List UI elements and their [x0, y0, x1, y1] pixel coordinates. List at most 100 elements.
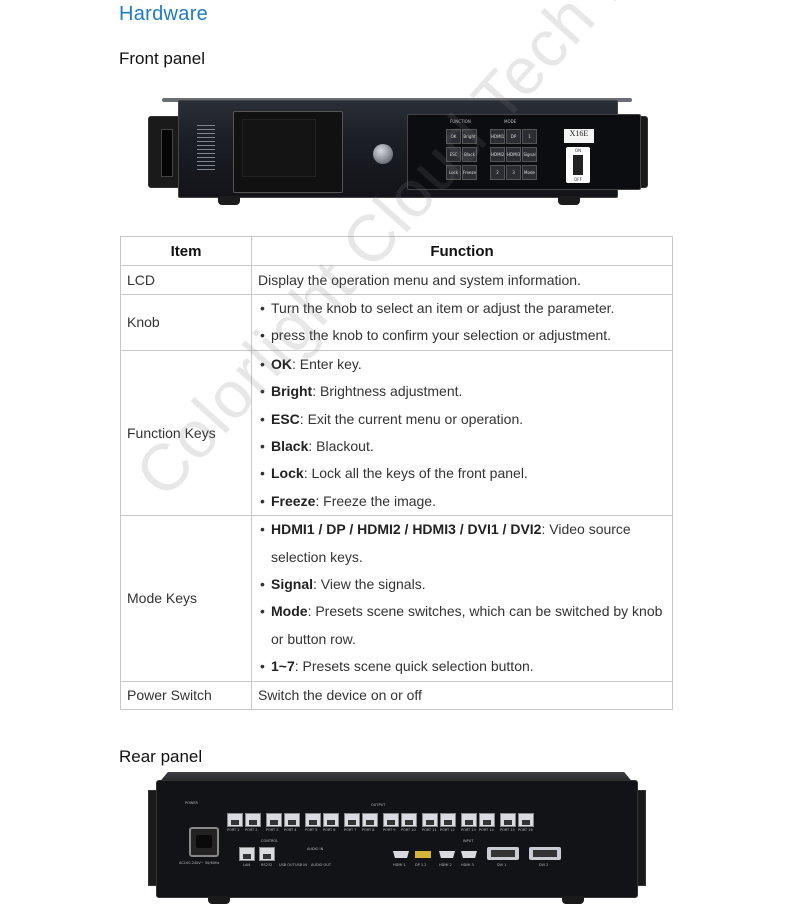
- output-port: [245, 813, 261, 827]
- row-item: Power Switch: [120, 680, 252, 710]
- freeze-key: Freeze: [462, 165, 477, 180]
- output-port-label: PORT 6: [323, 828, 336, 832]
- hardware-table: Item Function LCD Display the operation …: [120, 236, 673, 710]
- bullet: ESC: Exit the current menu or operation.: [258, 406, 666, 434]
- bright-key: Bright: [462, 129, 477, 144]
- row-item: LCD: [120, 265, 252, 295]
- row-item: Function Keys: [120, 349, 252, 517]
- output-port-label: PORT 3: [266, 828, 279, 832]
- output-label: OUTPUT: [371, 803, 386, 807]
- function-group-label: FUNCTION: [450, 119, 471, 124]
- output-port: [284, 813, 300, 827]
- output-port-label: PORT 5: [305, 828, 318, 832]
- row-function: Turn the knob to select an item or adjus…: [251, 294, 673, 351]
- header-item: Item: [120, 236, 252, 266]
- bullet: Bright: Brightness adjustment.: [258, 378, 666, 406]
- dvi2-label: DVI 2: [539, 863, 549, 867]
- hdmi1-key: HDMI1: [490, 129, 505, 144]
- hdmi3-label: HDMI 3: [461, 863, 474, 867]
- bullet: Mode: Presets scene switches, which can …: [258, 598, 666, 653]
- output-port-label: PORT 1: [227, 828, 240, 832]
- usb-in-label: USB IN: [295, 863, 307, 867]
- output-port: [383, 813, 399, 827]
- table-header-row: Item Function: [120, 236, 673, 266]
- output-port: [518, 813, 534, 827]
- esc-key: ESC: [446, 147, 461, 162]
- usb-out-label: USB OUT: [279, 863, 295, 867]
- model-label: X16E: [564, 129, 594, 143]
- row-function: HDMI1 / DP / HDMI2 / HDMI3 / DVI1 / DVI2…: [251, 515, 673, 682]
- table-row: Knob Turn the knob to select an item or …: [120, 294, 673, 351]
- header-function: Function: [251, 236, 673, 266]
- scene-2-key: 2: [490, 165, 505, 180]
- output-port-label: PORT 9: [383, 828, 396, 832]
- power-switch: ON OFF: [566, 147, 590, 183]
- mode-key: Mode: [522, 165, 537, 180]
- row-function: Switch the device on or off: [251, 680, 673, 710]
- hdmi3-key: HDMI3: [506, 147, 521, 162]
- dp-port: [415, 851, 431, 858]
- output-port-label: PORT 7: [344, 828, 357, 832]
- hdmi1-label: HDMI 1: [393, 863, 406, 867]
- front-panel-heading: Front panel: [119, 49, 205, 68]
- output-port-label: PORT 8: [362, 828, 375, 832]
- power-on-label: ON: [574, 148, 582, 153]
- power-spec: AC100-240V~ 50/60Hz: [179, 861, 220, 865]
- hdmi3-port: [461, 851, 477, 858]
- output-port-label: PORT 10: [401, 828, 416, 832]
- black-key: Black: [462, 147, 477, 162]
- bullet: Signal: View the signals.: [258, 571, 666, 599]
- bullet: press the knob to confirm your selection…: [258, 322, 666, 350]
- audio-out-label: AUDIO OUT: [311, 863, 332, 867]
- table-row: Power Switch Switch the device on or off: [120, 680, 673, 710]
- bullet: Turn the knob to select an item or adjus…: [258, 295, 666, 323]
- bullet: Black: Blackout.: [258, 433, 666, 461]
- output-port-label: PORT 11: [422, 828, 437, 832]
- rs232-label: RS232: [261, 863, 273, 867]
- row-text: Switch the device on or off: [258, 686, 422, 703]
- key-panel: FUNCTION MODE OK Bright ESC Black Lock F…: [407, 114, 641, 190]
- bullet: Lock: Lock all the keys of the front pan…: [258, 460, 666, 488]
- lock-key: Lock: [446, 165, 461, 180]
- hdmi1-port: [393, 851, 409, 858]
- row-item: Mode Keys: [120, 515, 252, 682]
- power-label: POWER: [185, 801, 198, 805]
- row-text: Display the operation menu and system in…: [258, 271, 581, 288]
- bullet: 1~7: Presets scene quick selection butto…: [258, 653, 666, 681]
- output-port: [362, 813, 378, 827]
- table-row: Mode Keys HDMI1 / DP / HDMI2 / HDMI3 / D…: [120, 515, 673, 682]
- output-port: [344, 813, 360, 827]
- output-port-label: PORT 14: [479, 828, 494, 832]
- output-port: [227, 813, 243, 827]
- lan-label: LAN: [243, 863, 251, 867]
- control-label: CONTROL: [261, 839, 279, 843]
- row-function: OK: Enter key. Bright: Brightness adjust…: [251, 349, 673, 517]
- knob: [373, 144, 393, 164]
- hdmi2-key: HDMI2: [490, 147, 505, 162]
- lan-port: [239, 847, 255, 861]
- table-row: LCD Display the operation menu and syste…: [120, 265, 673, 295]
- output-port: [422, 813, 438, 827]
- input-label: INPUT: [463, 839, 474, 843]
- output-port: [440, 813, 456, 827]
- hdmi2-label: HDMI 2: [439, 863, 452, 867]
- dp-key: DP: [506, 129, 521, 144]
- section-title: Hardware: [119, 3, 209, 25]
- output-port: [266, 813, 282, 827]
- dvi2-port: [529, 847, 561, 860]
- output-port-label: PORT 16: [518, 828, 533, 832]
- signal-key: Signal: [522, 147, 537, 162]
- bullet: Freeze: Freeze the image.: [258, 488, 666, 516]
- table-row: Function Keys OK: Enter key. Bright: Bri…: [120, 349, 673, 517]
- front-chassis: FUNCTION MODE OK Bright ESC Black Lock F…: [178, 100, 641, 198]
- output-port-label: PORT 12: [440, 828, 455, 832]
- lcd-screen: [233, 111, 343, 193]
- scene-1-key: 1: [522, 129, 537, 144]
- rear-panel-heading: Rear panel: [119, 747, 203, 766]
- audio-in-label: AUDIO IN: [307, 847, 324, 851]
- dvi1-port: [487, 847, 519, 860]
- rs232-port: [259, 847, 275, 861]
- output-port-label: PORT 4: [284, 828, 297, 832]
- rear-chassis: POWER AC100-240V~ 50/60Hz OUTPUT PORT 1 P…: [156, 780, 638, 898]
- dp-label: DP 1.2: [415, 863, 427, 867]
